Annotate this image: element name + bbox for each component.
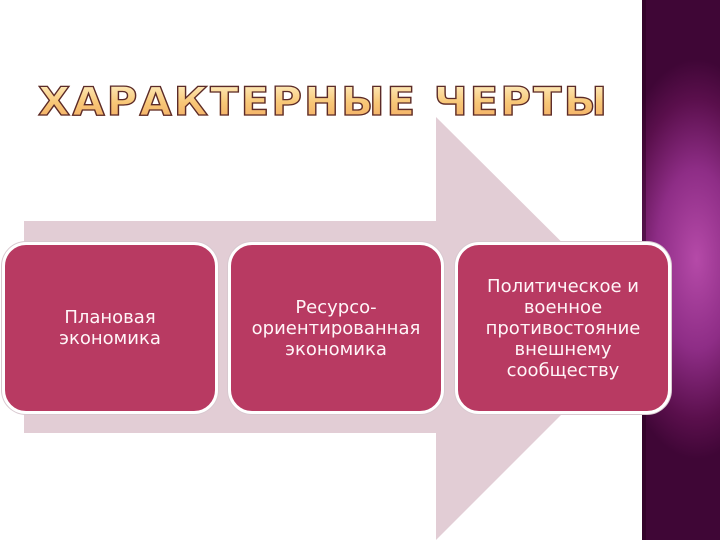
feature-box-confrontation: Политическое и военное противостояние вн… — [455, 242, 671, 414]
feature-label: Плановая экономика — [59, 307, 161, 349]
feature-box-resource-economy: Ресурсо- ориентированная экономика — [228, 242, 444, 414]
feature-label: Политическое и военное противостояние вн… — [485, 275, 641, 381]
feature-label: Ресурсо- ориентированная экономика — [251, 296, 421, 360]
slide-title: ХАРАКТЕРНЫЕ ЧЕРТЫ — [37, 79, 610, 125]
feature-box-planned-economy: Плановая экономика — [2, 242, 218, 414]
